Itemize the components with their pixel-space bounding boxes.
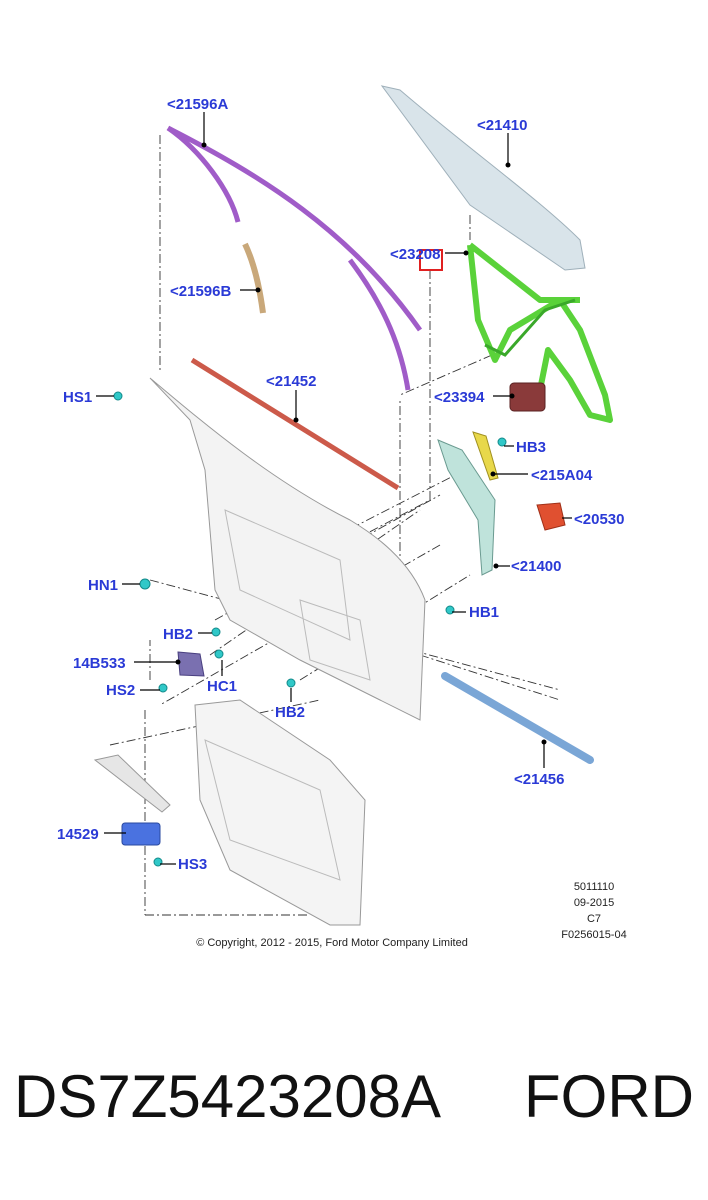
rear-run-channel — [437, 439, 496, 576]
door-module — [177, 651, 205, 677]
callout-hb2-left: HB2 — [163, 626, 193, 643]
callout-hb1: HB1 — [469, 604, 499, 621]
ref-line-2: 09-2015 — [574, 897, 614, 909]
callout-20530: <20530 — [574, 511, 624, 528]
fastener-hb1 — [445, 605, 455, 615]
ref-line-4: F0256015-04 — [561, 929, 626, 941]
callout-21400: <21400 — [511, 558, 561, 575]
reference-block: 5011110 09-2015 C7 F0256015-04 — [561, 881, 626, 941]
callout-14529: 14529 — [57, 826, 99, 843]
belt-weatherstrip-outer — [190, 357, 400, 491]
callout-21456: <21456 — [514, 771, 564, 788]
door-trim-detail — [204, 739, 341, 881]
fasteners — [113, 391, 507, 867]
callout-14b533: 14B533 — [73, 655, 126, 672]
fastener-hb2b — [286, 678, 296, 688]
glass-run-bracket — [472, 431, 499, 481]
door-inner-detail — [224, 509, 371, 681]
callout-23394: <23394 — [434, 389, 485, 406]
part-number: DS7Z5423208A — [14, 1063, 441, 1130]
window-switch — [121, 822, 161, 846]
copyright-notice: © Copyright, 2012 - 2015, Ford Motor Com… — [196, 937, 468, 949]
highlight-box — [419, 249, 443, 271]
callout-hb3: HB3 — [516, 439, 546, 456]
fastener-hc1 — [214, 649, 224, 659]
leader-lines — [96, 112, 572, 865]
fastener-hs1 — [113, 391, 123, 401]
callout-21596a: <21596A — [167, 96, 228, 113]
footer-caption: DS7Z5423208A FORD — [0, 1062, 708, 1162]
callout-hs1: HS1 — [63, 389, 92, 406]
callout-23208: <23208 — [390, 246, 440, 263]
callout-hb2-right: HB2 — [275, 704, 305, 721]
callout-hs3: HS3 — [178, 856, 207, 873]
ref-line-1: 5011110 — [574, 881, 614, 893]
callout-21410: <21410 — [477, 117, 527, 134]
fastener-hb3 — [497, 437, 507, 447]
door-glass — [380, 85, 586, 271]
callout-hs2: HS2 — [106, 682, 135, 699]
regulator-motor — [509, 382, 546, 412]
callout-hn1: HN1 — [88, 577, 118, 594]
callout-215a04: <215A04 — [531, 467, 593, 484]
callout-21596b: <21596B — [170, 283, 231, 300]
upper-weatherstrip — [166, 125, 423, 391]
door-trim-panel — [194, 699, 366, 926]
ref-line-3: C7 — [587, 913, 601, 925]
fastener-hs2 — [158, 683, 168, 693]
fastener-hb2a — [211, 627, 221, 637]
switch-bezel — [93, 754, 171, 813]
window-regulator — [467, 242, 613, 423]
rear-run-strip — [242, 242, 266, 314]
fastener-hs3 — [153, 857, 163, 867]
brand-name: FORD — [524, 1063, 694, 1130]
belt-weatherstrip-inner — [441, 672, 594, 764]
latch-cover — [536, 502, 566, 531]
door-inner-structure — [149, 377, 426, 721]
fastener-hn1 — [139, 578, 151, 590]
callout-hc1: HC1 — [207, 678, 237, 695]
callout-21452: <21452 — [266, 373, 316, 390]
